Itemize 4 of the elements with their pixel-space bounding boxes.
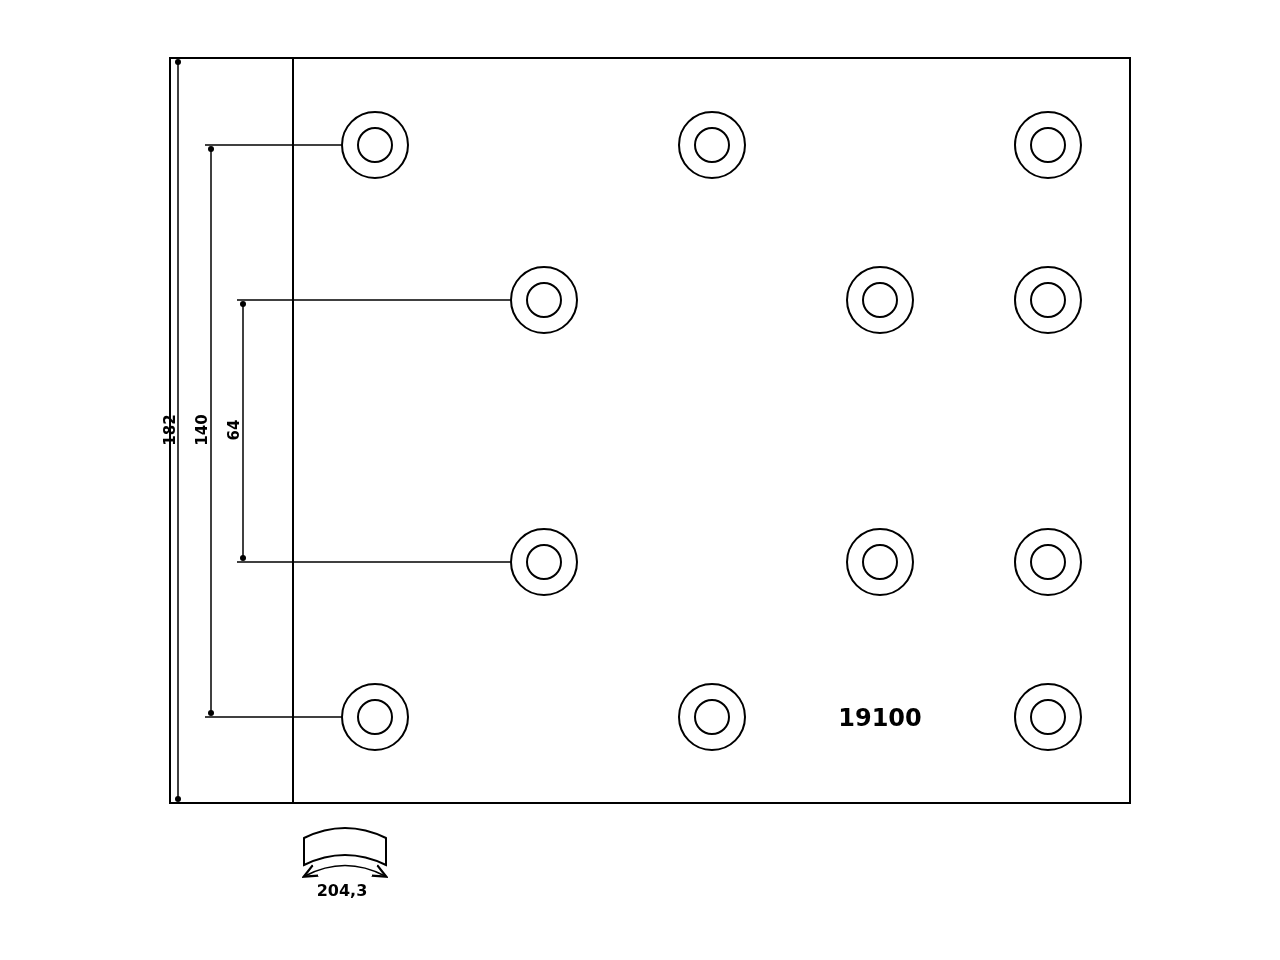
- dimension-label: 64: [226, 419, 242, 441]
- dimension-label: 140: [194, 414, 210, 446]
- part-number: 19100: [838, 706, 922, 730]
- dimension-label: 204,3: [316, 883, 368, 899]
